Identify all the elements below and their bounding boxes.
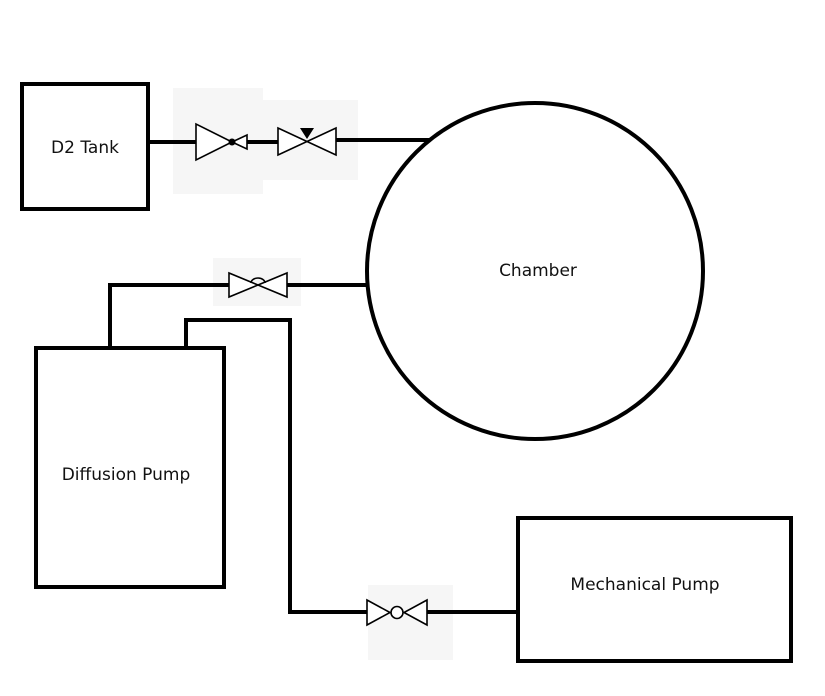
d2-tank[interactable]: D2 Tank — [20, 82, 150, 211]
check-valve-body — [195, 122, 234, 162]
ball-valve-left — [366, 598, 392, 627]
pipes — [108, 138, 519, 614]
gate-valve-dome — [250, 277, 266, 284]
gate-valve-left — [228, 271, 261, 299]
control-valve-left — [277, 126, 309, 157]
d2-tank-box — [20, 82, 150, 211]
diffusion-pump-box — [34, 346, 226, 589]
chamber-circle — [365, 101, 705, 441]
mechanical-pump-box — [516, 516, 793, 663]
ball-valve-icon[interactable] — [366, 598, 428, 627]
control-valve-right — [305, 126, 337, 157]
mechanical-pump[interactable]: Mechanical Pump — [516, 516, 793, 663]
control-valve-actuator — [300, 128, 314, 139]
check-valve-dot — [228, 138, 236, 146]
d2-tank-label: D2 Tank — [51, 138, 119, 158]
check-valve-tail — [230, 133, 248, 151]
diffusion-pump[interactable]: Diffusion Pump — [34, 346, 226, 589]
mechanical-pump-label: Mechanical Pump — [570, 575, 719, 595]
gate-valve-icon[interactable] — [228, 271, 288, 299]
pipe-diffusion-to-ball-valve — [184, 318, 367, 614]
chamber-label: Chamber — [499, 261, 577, 281]
chamber[interactable]: Chamber — [365, 101, 705, 441]
gate-valve-right — [255, 271, 288, 299]
pipe-diffusion-to-gate-valve — [108, 283, 229, 347]
valve-background-patch — [368, 585, 453, 660]
ball-valve-ball — [390, 605, 404, 620]
control-valve-icon[interactable] — [277, 126, 337, 157]
ball-valve-right — [402, 598, 428, 627]
diffusion-pump-label: Diffusion Pump — [62, 465, 191, 485]
check-valve-icon[interactable] — [195, 122, 248, 162]
